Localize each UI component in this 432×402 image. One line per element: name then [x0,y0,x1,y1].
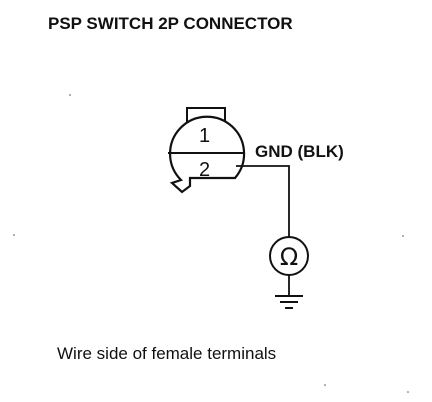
ground-symbol-icon [275,295,303,309]
scan-speck [407,391,409,393]
pin-1-label: 1 [199,125,210,147]
diagram-title: PSP SWITCH 2P CONNECTOR [48,14,293,33]
pin-2-label: 2 [199,159,210,181]
test-lead-wire [236,165,290,238]
connector-2p: 1 2 [168,107,246,194]
ohm-symbol: Ω [280,243,298,271]
scan-speck [402,235,404,237]
diagram-caption: Wire side of female terminals [57,344,277,363]
ohmmeter-icon: Ω [269,236,309,276]
scan-speck [324,384,326,386]
scan-speck [69,94,71,96]
scan-speck [13,234,15,236]
ground-wire-label: GND (BLK) [255,142,344,161]
